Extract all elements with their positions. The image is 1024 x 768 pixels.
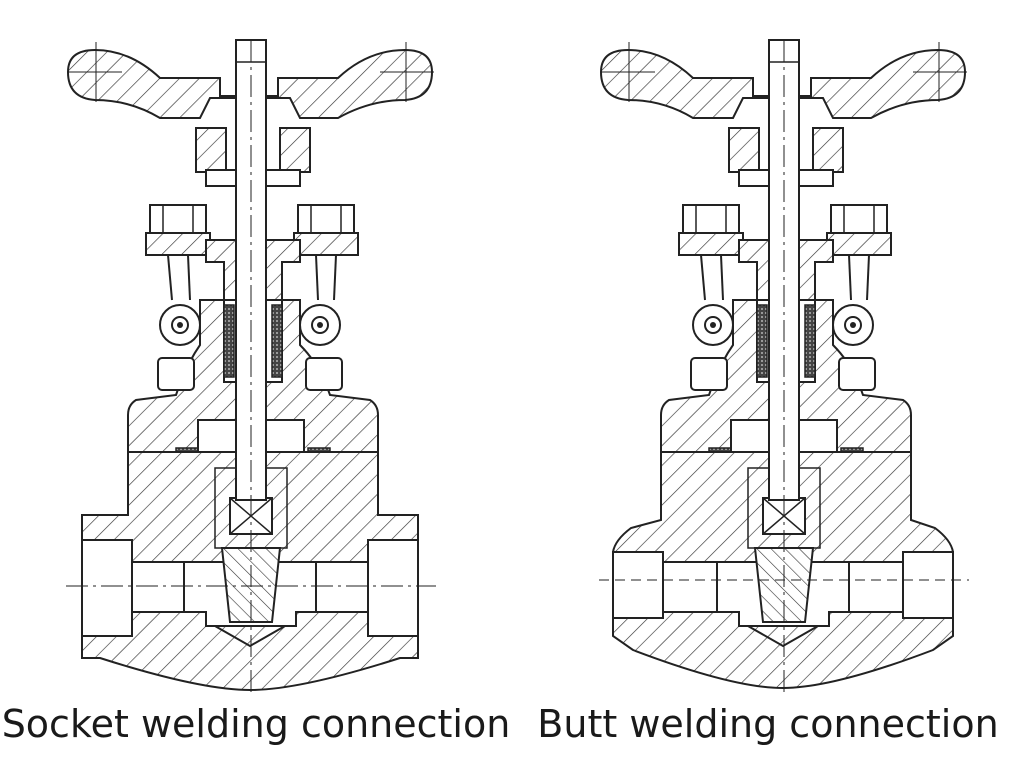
gland-bolt-right — [293, 204, 359, 301]
butt-end-left — [612, 551, 664, 619]
yoke-nut-right — [812, 127, 844, 173]
gland-bolt-left — [678, 204, 744, 301]
gland-bolt-right — [826, 204, 892, 301]
packing-right — [271, 304, 283, 378]
socket-weld-valve-view — [66, 39, 436, 692]
yoke-nut-left — [728, 127, 760, 173]
butt-end-right — [902, 551, 954, 619]
caption-butt-welding: Butt welding connection — [537, 702, 999, 746]
packing-right — [804, 304, 816, 378]
socket-left — [81, 539, 133, 637]
packing-left — [223, 304, 235, 378]
yoke-nut-left — [195, 127, 227, 173]
gland-bolt-left — [145, 204, 211, 301]
caption-socket-welding: Socket welding connection — [1, 702, 511, 746]
socket-right — [367, 539, 419, 637]
yoke-nut-right — [279, 127, 311, 173]
butt-weld-valve-view — [599, 39, 969, 692]
packing-left — [756, 304, 768, 378]
